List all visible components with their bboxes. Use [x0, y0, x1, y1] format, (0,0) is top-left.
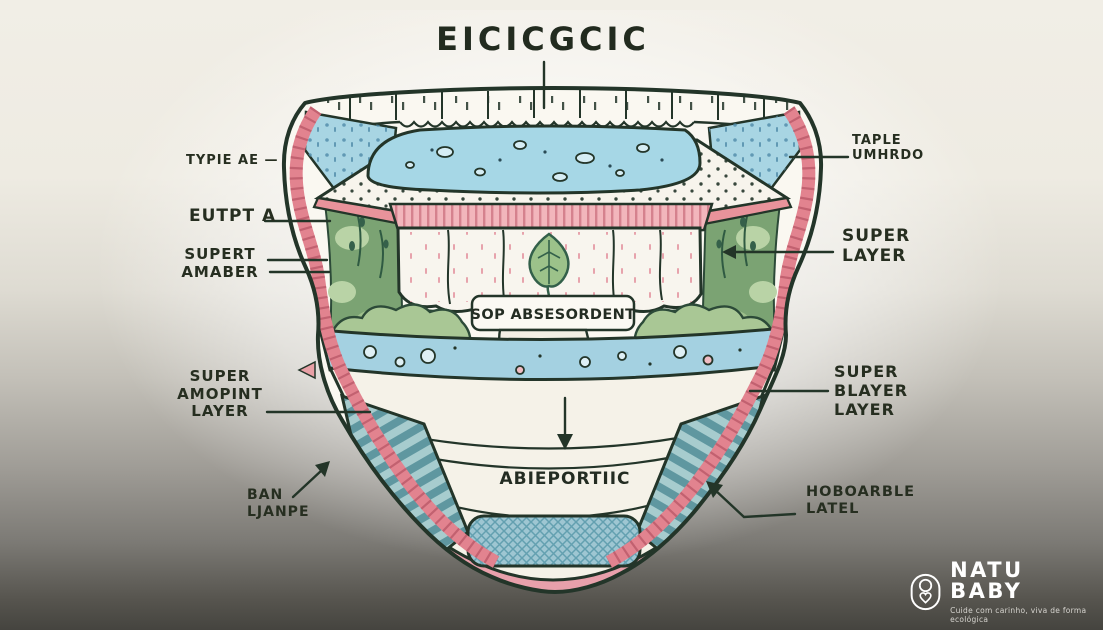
leaf-icon [528, 232, 570, 297]
bottom-shell-text: ABIEPORTIIC [499, 469, 630, 489]
brand-logo-text: NATU BABY Cuide com carinho, viva de for… [950, 558, 1095, 625]
side-pink-bands [289, 106, 816, 568]
center-down-arrowhead [557, 434, 573, 450]
brand-name: NATU BABY [950, 558, 1024, 603]
diaper-body: SOP ABSESORDENT [283, 88, 822, 592]
brand-logo: NATU BABY Cuide com carinho, viva de for… [910, 560, 1095, 624]
water-band [318, 326, 786, 383]
label-super-layer-line2: LAYER [842, 246, 907, 267]
baby-heart-icon [910, 573, 941, 611]
absorbent-core-block [396, 226, 703, 313]
absorbent-banner-text: SOP ABSESORDENT [471, 307, 636, 323]
pink-left-arrow [297, 360, 316, 380]
diaper-outline [281, 86, 824, 594]
pool-bubbles [405, 140, 650, 182]
ban-arrow-line [291, 468, 324, 499]
label-supert-amaber-line1: SUPERT [184, 245, 256, 263]
label-super-layer-line1: SUPER [842, 226, 911, 246]
pool-specks [430, 148, 664, 168]
label-supert-amaber-line2: AMABER [181, 262, 259, 281]
label-taple-line2: UMHRDO [852, 148, 925, 164]
label-ban-line1: BAN [247, 487, 284, 503]
label-hoboarble-line2: LATEL [806, 501, 860, 518]
label-super-amopint-line2: AMOPINT [177, 384, 263, 403]
label-taple-line1: TAPLE [852, 133, 902, 148]
ban-arrowhead [315, 461, 330, 477]
label-super-blayer-line3: LAYER [834, 399, 895, 419]
arrowheads [315, 245, 736, 498]
label-super-amopint-line1: SUPER [189, 367, 251, 385]
label-ban-line2: LJANPE [247, 503, 310, 520]
brand-tagline: Cuide com carinho, viva de forma ecológi… [950, 606, 1087, 624]
label-super-blayer-line2: BLAYER [834, 380, 909, 400]
label-super-amopint-line3: LAYER [191, 402, 249, 421]
label-eutpt-a: EUTPT A [189, 206, 277, 226]
hoboarble-leader-line [712, 487, 797, 519]
water-pool [366, 124, 702, 195]
annotation-lines [263, 60, 850, 519]
super-layer-arrowhead [722, 245, 736, 259]
label-typie-ae: TYPIE AE — [186, 153, 279, 168]
label-hoboarble-line1: HOBOARBLE [806, 484, 916, 500]
label-super-blayer-line1: SUPER [834, 362, 899, 381]
hoboarble-arrowhead [706, 481, 723, 498]
diagram-title: EICICGCIC [436, 20, 650, 58]
